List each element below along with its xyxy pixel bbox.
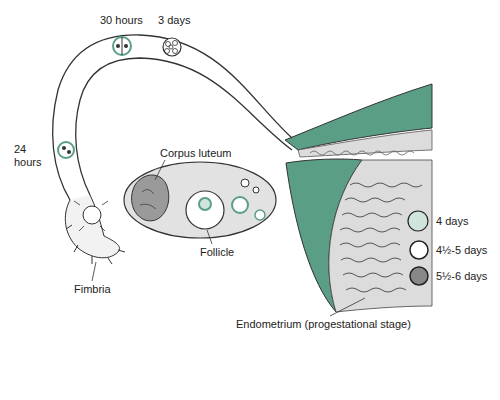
leader-line [330,298,365,316]
label-text: Corpus luteum [160,147,232,160]
pronucleus [62,146,66,150]
gland-pattern [310,151,414,155]
blastocyst [410,267,428,285]
follicle [186,191,224,229]
endometrium [329,160,432,312]
sperm [74,201,108,231]
label-text: 30 hours [100,14,143,27]
blastocyst [410,241,428,259]
morula [163,38,181,56]
label-text: 24 hours [14,143,46,169]
label-text: Fimbria [74,283,111,296]
ovum [83,206,101,224]
fimbria [65,195,119,258]
label-text: Endometrium (progestational stage) [236,318,411,331]
morula-cells [165,41,178,54]
follicle [255,210,265,220]
leader-line [207,230,212,244]
label-text: 5½-6 days [436,270,487,283]
nucleus [116,44,120,48]
pronucleus [67,150,71,154]
zygote [58,142,74,158]
corpus-luteum-texture [140,189,156,209]
follicle [232,197,248,213]
two-cell-embryo [113,37,131,55]
endometrium-strip [298,130,432,157]
label-text: 4½-5 days [436,244,487,257]
label-text: 3 days [158,14,190,27]
follicle [241,179,249,187]
label-text: Follicle [200,246,234,259]
ovary [124,162,276,238]
oocyte [199,198,211,210]
label-text: 4 days [436,215,468,228]
follicle [253,187,259,193]
leader-line [92,262,96,281]
cleavage-line [122,37,123,55]
fimbria-fringe [66,225,125,264]
blastocyst [408,211,428,231]
nucleus [124,44,128,48]
leader-line [155,160,165,180]
corpus-luteum [132,175,169,221]
